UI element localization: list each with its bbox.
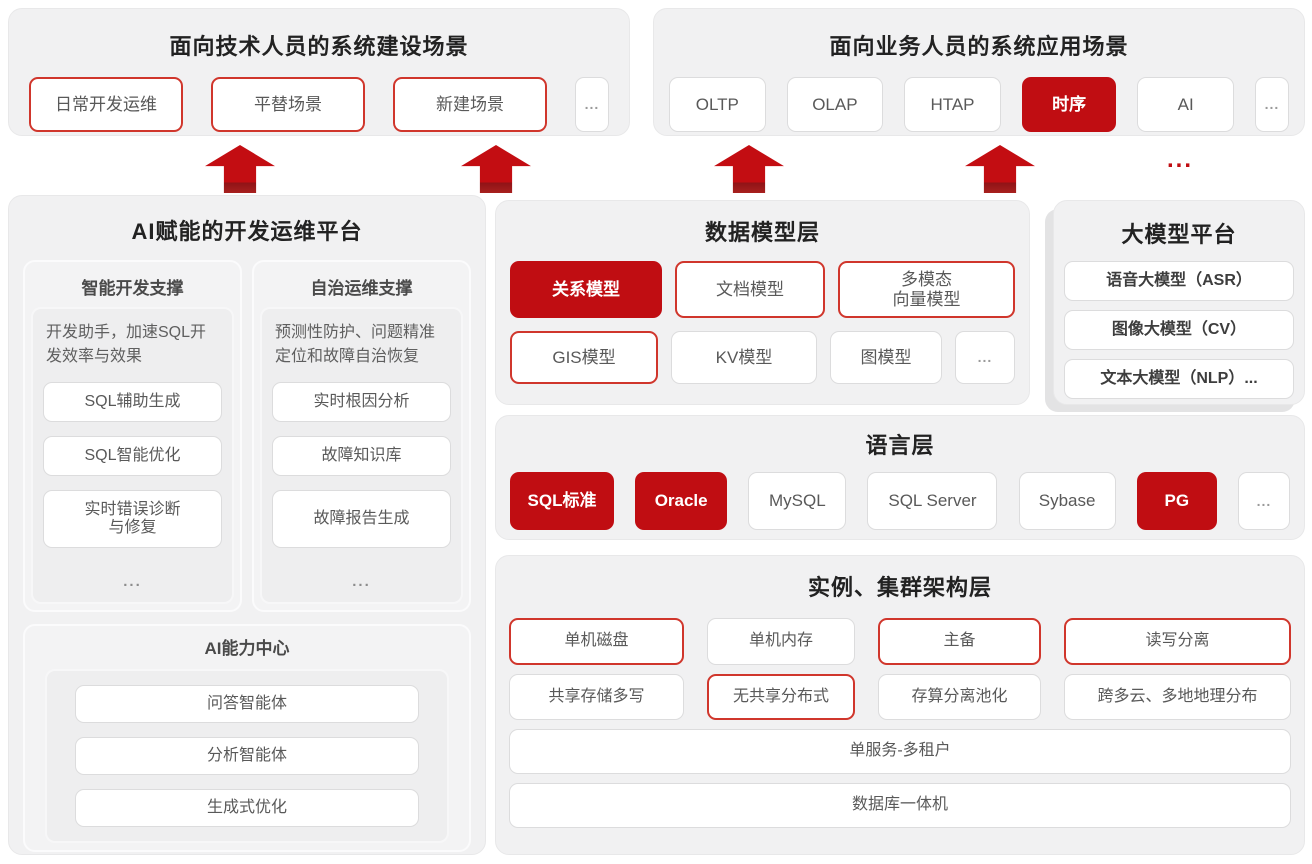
llm-platform-title: 大模型平台 bbox=[1121, 222, 1237, 247]
cluster-row-4: 数据库一体机 bbox=[509, 783, 1291, 828]
up-arrow-icon bbox=[205, 145, 275, 193]
devops-columns: 智能开发支撑 开发助手，加速SQL开发效率与效果 SQL辅助生成 SQL智能优化… bbox=[23, 260, 471, 612]
autonomous-ops-support-body: 预测性防护、问题精准定位和故障自治恢复 实时根因分析 故障知识库 故障报告生成 … bbox=[260, 307, 463, 604]
tech-scenario-panel: 面向技术人员的系统建设场景 日常开发运维 平替场景 新建场景 ... bbox=[8, 8, 630, 136]
chip-shared-nothing-distributed: 无共享分布式 bbox=[707, 674, 855, 720]
chip-read-write-splitting: 读写分离 bbox=[1064, 618, 1291, 665]
llm-platform-panel: 大模型平台 语音大模型（ASR） 图像大模型（CV） 文本大模型（NLP）... bbox=[1053, 200, 1305, 405]
chip-nlp-model: 文本大模型（NLP）... bbox=[1064, 359, 1294, 399]
language-layer-panel: 语言层 SQL标准 Oracle MySQL SQL Server Sybase… bbox=[495, 415, 1305, 540]
up-arrow-icon bbox=[965, 145, 1035, 193]
chip-sql-standard: SQL标准 bbox=[510, 472, 614, 530]
chip-realtime-error-diagnosis: 实时错误诊断 与修复 bbox=[43, 490, 222, 548]
chip-generative-optimization: 生成式优化 bbox=[75, 789, 419, 827]
chip-single-service-multi-tenant: 单服务-多租户 bbox=[509, 729, 1291, 774]
chip-oracle: Oracle bbox=[635, 472, 728, 530]
business-scenario-chip-row: OLTP OLAP HTAP 时序 AI ... bbox=[666, 77, 1292, 132]
smart-dev-support-card: 智能开发支撑 开发助手，加速SQL开发效率与效果 SQL辅助生成 SQL智能优化… bbox=[23, 260, 242, 612]
chip-sql-smart-optimization: SQL智能优化 bbox=[43, 436, 222, 476]
cluster-row-1: 单机磁盘 单机内存 主备 读写分离 bbox=[509, 618, 1291, 665]
chip-single-node-disk: 单机磁盘 bbox=[509, 618, 684, 665]
chip-fault-report-generation: 故障报告生成 bbox=[272, 490, 451, 548]
chip-fault-knowledge-base: 故障知识库 bbox=[272, 436, 451, 476]
chip-shared-storage-multi-write: 共享存储多写 bbox=[509, 674, 684, 720]
ai-capability-center-body: 问答智能体 分析智能体 生成式优化 bbox=[45, 669, 449, 843]
data-model-row-1: 关系模型 文档模型 多模态 向量模型 bbox=[510, 261, 1015, 318]
ai-devops-platform-title: AI赋能的开发运维平台 bbox=[131, 219, 363, 244]
cluster-architecture-layer-title: 实例、集群架构层 bbox=[807, 575, 992, 600]
language-layer-items: SQL标准 Oracle MySQL SQL Server Sybase PG … bbox=[510, 472, 1290, 530]
autonomous-ops-support-title: 自治运维支撑 bbox=[310, 279, 413, 298]
ellipsis-chip: ... bbox=[1237, 472, 1290, 530]
chip-storage-compute-separation: 存算分离池化 bbox=[878, 674, 1041, 720]
business-scenario-panel: 面向业务人员的系统应用场景 OLTP OLAP HTAP 时序 AI ... bbox=[653, 8, 1305, 136]
autonomous-ops-support-card: 自治运维支撑 预测性防护、问题精准定位和故障自治恢复 实时根因分析 故障知识库 … bbox=[252, 260, 471, 612]
llm-platform-items: 语音大模型（ASR） 图像大模型（CV） 文本大模型（NLP）... bbox=[1064, 261, 1294, 399]
cluster-architecture-layer-panel: 实例、集群架构层 单机磁盘 单机内存 主备 读写分离 共享存储多写 无共享分布式… bbox=[495, 555, 1305, 855]
data-model-layer-title: 数据模型层 bbox=[704, 220, 820, 245]
cluster-row-2: 共享存储多写 无共享分布式 存算分离池化 跨多云、多地地理分布 bbox=[509, 674, 1291, 720]
tech-scenario-chip-row: 日常开发运维 平替场景 新建场景 ... bbox=[21, 77, 617, 132]
chip-kv-model: KV模型 bbox=[671, 331, 817, 384]
up-arrow-icon bbox=[461, 145, 531, 193]
chip-replacement-scenario: 平替场景 bbox=[211, 77, 365, 132]
chip-realtime-root-cause: 实时根因分析 bbox=[272, 382, 451, 422]
data-model-row-2: GIS模型 KV模型 图模型 ... bbox=[510, 331, 1015, 384]
autonomous-ops-support-desc: 预测性防护、问题精准定位和故障自治恢复 bbox=[275, 324, 436, 365]
ai-devops-platform-panel: AI赋能的开发运维平台 智能开发支撑 开发助手，加速SQL开发效率与效果 SQL… bbox=[8, 195, 486, 855]
chip-qa-agent: 问答智能体 bbox=[75, 685, 419, 723]
more-ellipsis: ... bbox=[352, 573, 371, 590]
chip-primary-standby: 主备 bbox=[878, 618, 1041, 665]
business-scenario-title: 面向业务人员的系统应用场景 bbox=[829, 34, 1129, 59]
chip-single-node-memory: 单机内存 bbox=[707, 618, 855, 665]
language-layer-title: 语言层 bbox=[865, 433, 935, 458]
chip-oltp: OLTP bbox=[669, 77, 766, 132]
chip-graph-model: 图模型 bbox=[830, 331, 942, 384]
chip-sybase: Sybase bbox=[1018, 472, 1116, 530]
ellipsis-chip: ... bbox=[955, 331, 1015, 384]
ai-capability-center-card: AI能力中心 问答智能体 分析智能体 生成式优化 bbox=[23, 624, 471, 852]
chip-pg: PG bbox=[1136, 472, 1217, 530]
chip-analysis-agent: 分析智能体 bbox=[75, 737, 419, 775]
ellipsis-chip: ... bbox=[575, 77, 609, 132]
chip-sql-assisted-generation: SQL辅助生成 bbox=[43, 382, 222, 422]
chip-new-build-scenario: 新建场景 bbox=[393, 77, 547, 132]
chip-mysql: MySQL bbox=[748, 472, 847, 530]
chip-document-model: 文档模型 bbox=[675, 261, 825, 318]
smart-dev-support-title: 智能开发支撑 bbox=[81, 279, 184, 298]
chip-sql-server: SQL Server bbox=[867, 472, 998, 530]
tech-scenario-title: 面向技术人员的系统建设场景 bbox=[169, 34, 469, 59]
chip-multimodal-vector-model: 多模态 向量模型 bbox=[838, 261, 1015, 318]
chip-gis-model: GIS模型 bbox=[510, 331, 658, 384]
chip-cv-model: 图像大模型（CV） bbox=[1064, 310, 1294, 350]
more-ellipsis: ... bbox=[123, 573, 142, 590]
smart-dev-support-desc: 开发助手，加速SQL开发效率与效果 bbox=[46, 324, 207, 365]
chip-relational-model: 关系模型 bbox=[510, 261, 662, 318]
chip-daily-devops: 日常开发运维 bbox=[29, 77, 183, 132]
up-arrow-icon bbox=[714, 145, 784, 193]
chip-multi-cloud-geo-distribution: 跨多云、多地地理分布 bbox=[1064, 674, 1291, 720]
ai-capability-center-title: AI能力中心 bbox=[204, 639, 290, 658]
data-model-layer-panel: 数据模型层 关系模型 文档模型 多模态 向量模型 GIS模型 KV模型 图模型 … bbox=[495, 200, 1030, 405]
chip-htap: HTAP bbox=[904, 77, 1001, 132]
chip-olap: OLAP bbox=[786, 77, 884, 132]
cluster-row-3: 单服务-多租户 bbox=[509, 729, 1291, 774]
chip-timeseries: 时序 bbox=[1021, 77, 1117, 132]
smart-dev-support-body: 开发助手，加速SQL开发效率与效果 SQL辅助生成 SQL智能优化 实时错误诊断… bbox=[31, 307, 234, 604]
ellipsis-chip: ... bbox=[1254, 77, 1289, 132]
chip-ai: AI bbox=[1137, 77, 1234, 132]
chip-asr-model: 语音大模型（ASR） bbox=[1064, 261, 1294, 301]
chip-database-appliance: 数据库一体机 bbox=[509, 783, 1291, 828]
more-arrows-ellipsis: ... bbox=[1166, 146, 1193, 173]
